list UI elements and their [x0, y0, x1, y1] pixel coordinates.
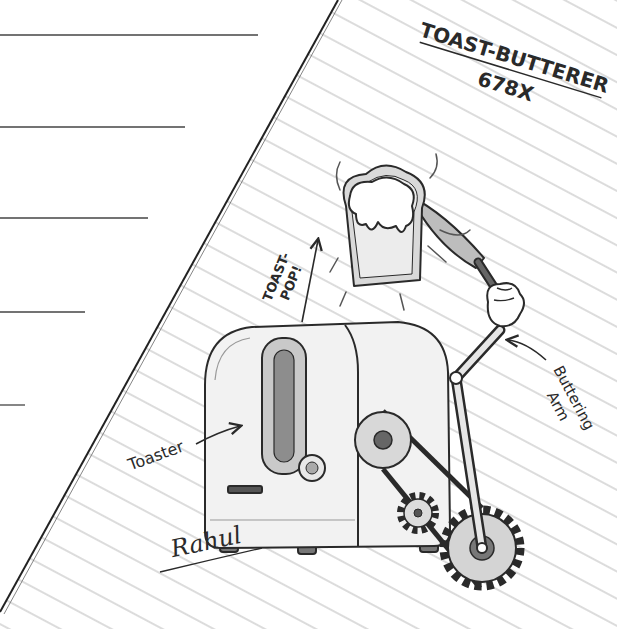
knife-hand: [410, 196, 524, 326]
buttering-arm: [450, 330, 500, 553]
callout-label: Buttering Arm: [529, 355, 602, 450]
motion-lines: [330, 154, 470, 310]
diagram-title: TOAST-BUTTERER 678X: [401, 13, 617, 132]
toast-slice: [344, 165, 425, 286]
callout-label: TOAST- POP!: [257, 244, 311, 315]
gear-train: [355, 411, 520, 588]
signature: Rahul: [154, 518, 258, 566]
callout-arrows: [196, 240, 546, 444]
callout-label: Toaster: [110, 431, 201, 481]
